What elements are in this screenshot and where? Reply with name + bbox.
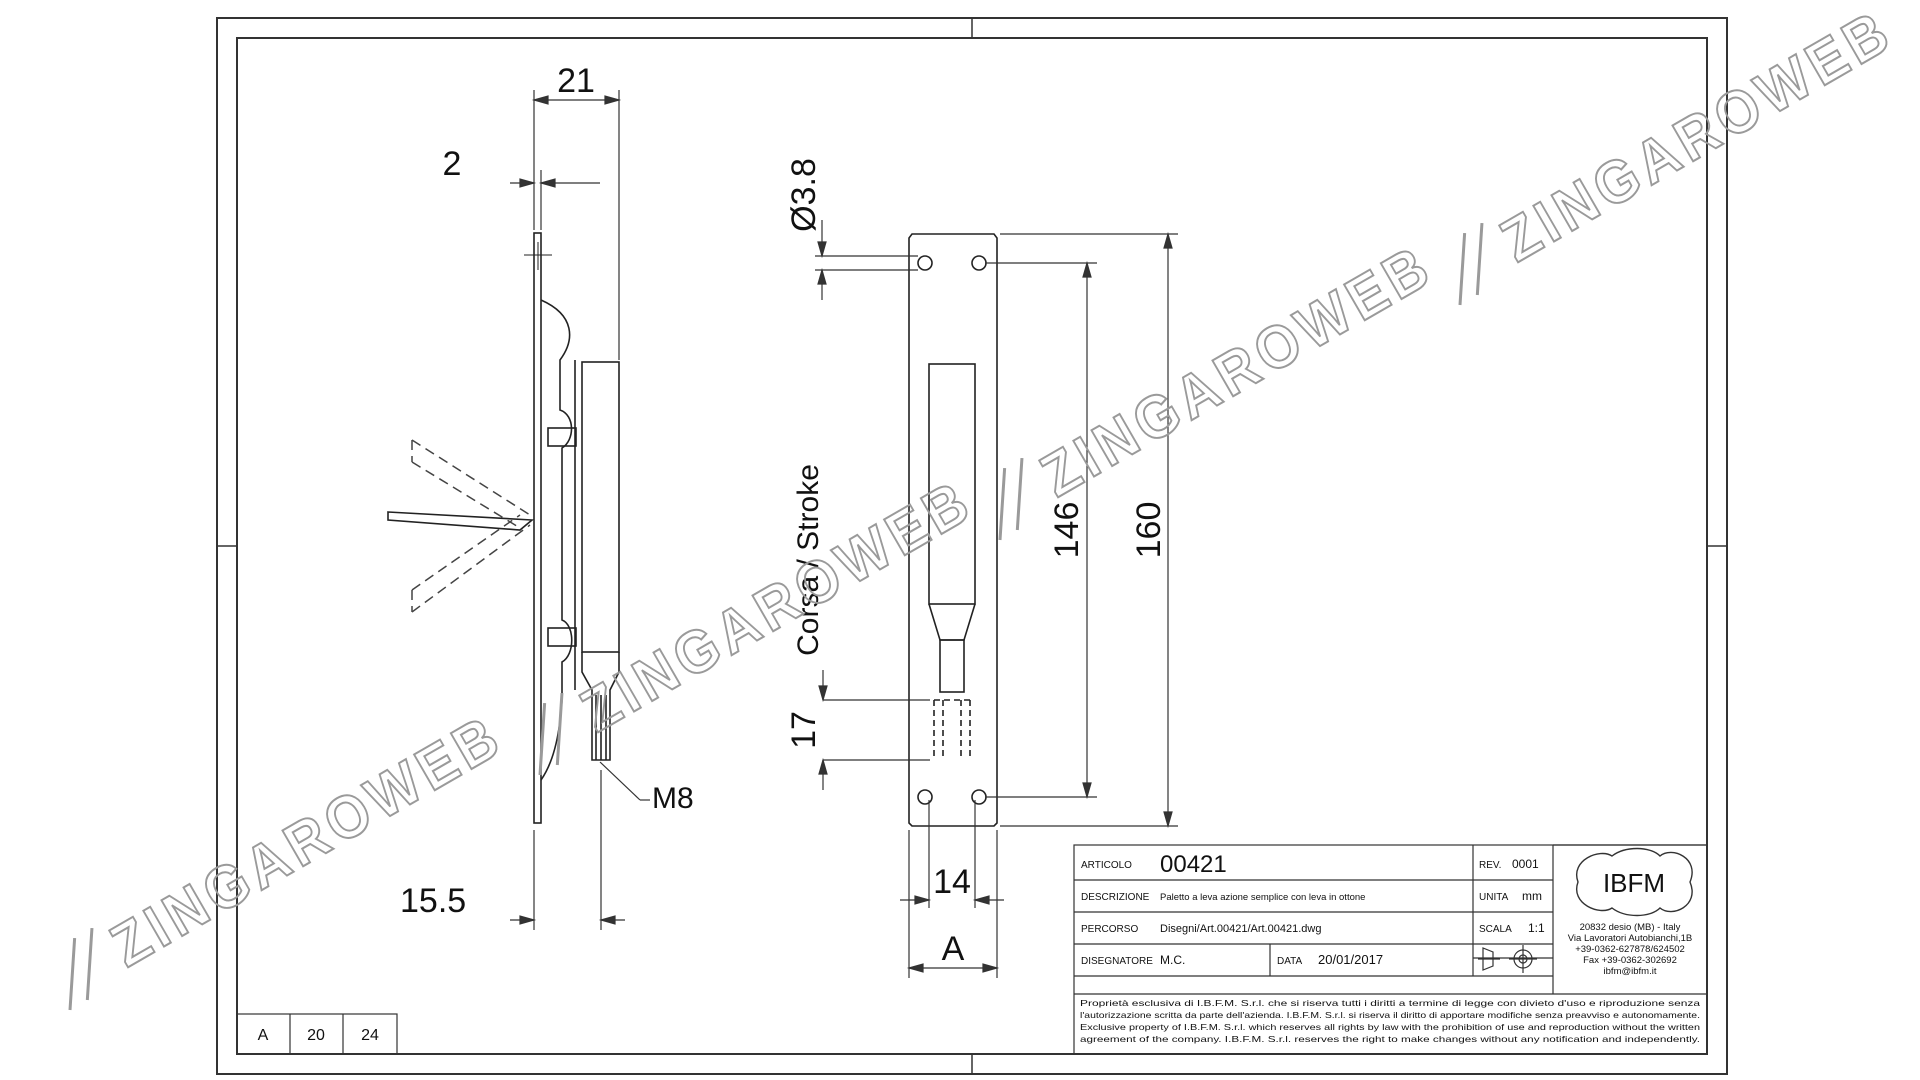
centering-marks <box>217 18 1727 1074</box>
path-value: Disegni/Art.00421/Art.00421.dwg <box>1160 923 1321 935</box>
side-dimensions <box>510 90 650 930</box>
watermark-text: ZINGAROWEB <box>570 466 985 744</box>
dim-hole-spacing: 146 <box>1048 502 1086 559</box>
dim-thread: M8 <box>652 782 694 815</box>
path-label: PERCORSO <box>1081 924 1138 935</box>
watermark-1: ZINGAROWEB <box>68 700 515 1011</box>
dim-plate-thickness: 2 <box>443 145 462 183</box>
front-dimensions <box>815 220 1178 978</box>
company-address-2: Via Lavoratori Autobianchi,1B <box>1568 933 1692 944</box>
dim-overall-length: 160 <box>1130 502 1168 559</box>
sheet-info-box <box>236 1013 398 1055</box>
company-address-4: Fax +39-0362-302692 <box>1583 955 1677 966</box>
legal-line-2: l'autorizzazione scritta da parte dell'a… <box>1080 1011 1700 1020</box>
unit-label: UNITA <box>1479 892 1509 903</box>
sheet-info-format: A <box>258 1027 269 1044</box>
company-address-5: ibfm@ibfm.it <box>1604 966 1657 977</box>
article-label: ARTICOLO <box>1081 860 1132 871</box>
watermark-4: ZINGAROWEB <box>1458 0 1905 306</box>
date-label: DATA <box>1277 956 1303 967</box>
watermark-2: ZINGAROWEB <box>538 465 985 776</box>
ibfm-logo: IBFM <box>1575 847 1693 917</box>
dim-hole-diameter: Ø3.8 <box>785 158 823 232</box>
rev-value: 0001 <box>1512 857 1539 871</box>
description-label: DESCRIZIONE <box>1081 892 1150 903</box>
unit-value: mm <box>1522 889 1542 903</box>
legal-line-4: agreement of the company. I.B.F.M. S.r.l… <box>1080 1035 1700 1044</box>
watermark-text: ZINGAROWEB <box>100 701 515 979</box>
title-block-grid <box>1073 844 1708 1055</box>
dim-side-depth: 15.5 <box>400 882 466 920</box>
designer-value: M.C. <box>1160 953 1185 967</box>
dim-flange-width: 21 <box>557 62 595 100</box>
watermark-3: ZINGAROWEB <box>998 230 1445 541</box>
article-value: 00421 <box>1160 851 1227 878</box>
date-value: 20/01/2017 <box>1318 952 1383 967</box>
sheet-info-value-1: 20 <box>307 1027 325 1044</box>
company-address-1: 20832 desio (MB) - Italy <box>1580 922 1681 933</box>
legal-line-1: Proprietà esclusiva di I.B.F.M. S.r.l. c… <box>1080 999 1701 1008</box>
dim-stroke-value: 17 <box>785 711 823 749</box>
lever-phantom <box>411 439 531 613</box>
rev-label: REV. <box>1479 860 1501 871</box>
scale-label: SCALA <box>1479 924 1512 935</box>
watermark-text: ZINGAROWEB <box>1030 231 1445 509</box>
watermark-text: ZINGAROWEB <box>1490 0 1905 274</box>
description-value: Paletto a leva azione semplice con leva … <box>1160 892 1365 903</box>
front-view <box>908 233 998 827</box>
company-logo-text: IBFM <box>1603 868 1665 898</box>
company-address-3: +39-0362-627878/624502 <box>1575 944 1685 955</box>
dim-stroke-label: Corsa / Stroke <box>792 464 825 656</box>
designer-label: DISEGNATORE <box>1081 956 1153 967</box>
sheet-info-value-2: 24 <box>361 1027 379 1044</box>
dim-front-width: 14 <box>933 863 971 901</box>
dim-front-ref: A <box>942 930 965 968</box>
scale-value: 1:1 <box>1528 921 1545 935</box>
legal-line-3: Exclusive property of I.B.F.M. S.r.l. wh… <box>1080 1023 1701 1032</box>
projection-symbol-icon <box>1478 945 1537 973</box>
